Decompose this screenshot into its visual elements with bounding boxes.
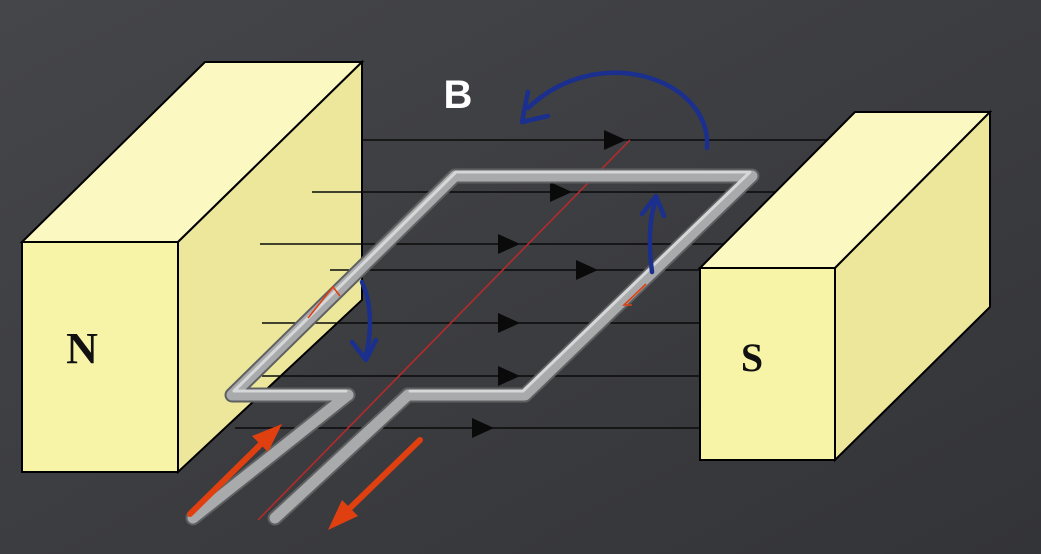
- current-loop: [185, 168, 760, 526]
- south-magnet-front: [699, 267, 836, 461]
- field-arrowhead-icon: [498, 234, 520, 254]
- field-arrowhead-icon: [576, 260, 598, 280]
- current-out-arrow: [328, 437, 423, 530]
- field-arrowhead-icon: [498, 313, 520, 333]
- loop-wire: [226, 170, 758, 401]
- rotation-arrowhead-icon: [349, 337, 379, 363]
- current-direction-arrows: [187, 424, 423, 530]
- field-arrowhead-icon: [498, 366, 520, 386]
- south-magnet: S: [697, 109, 993, 463]
- north-pole-label: N: [66, 324, 98, 373]
- field-arrowhead-icon: [472, 418, 494, 438]
- rotation-arrow-icon: [647, 197, 659, 275]
- lead-wire-out: [269, 389, 414, 524]
- rotation-axis: [257, 139, 631, 521]
- rotation-arrow-icon: [525, 70, 710, 151]
- rotation-arrow-icon: [359, 279, 373, 359]
- field-arrowhead-icon: [604, 130, 626, 150]
- north-magnet-front: [21, 241, 179, 473]
- current-arrow-icon: [622, 283, 647, 306]
- field-arrowheads: [472, 130, 626, 438]
- current-arrow-icon: [328, 500, 358, 530]
- rotation-arrowheads: [349, 89, 667, 363]
- loop-current-arrows: [307, 283, 647, 319]
- lead-wire-in: [187, 389, 354, 524]
- current-arrow-icon: [252, 424, 282, 452]
- rotation-arrowhead-icon: [639, 193, 667, 219]
- north-magnet: N: [19, 59, 365, 475]
- current-arrow-icon: [307, 285, 341, 319]
- rotation-arrowhead-icon: [519, 89, 551, 125]
- rotation-arrows: [359, 70, 710, 359]
- field-arrowhead-icon: [550, 182, 572, 202]
- south-pole-label: S: [741, 335, 763, 380]
- current-in-arrow: [187, 424, 282, 517]
- field-label: B: [444, 73, 473, 117]
